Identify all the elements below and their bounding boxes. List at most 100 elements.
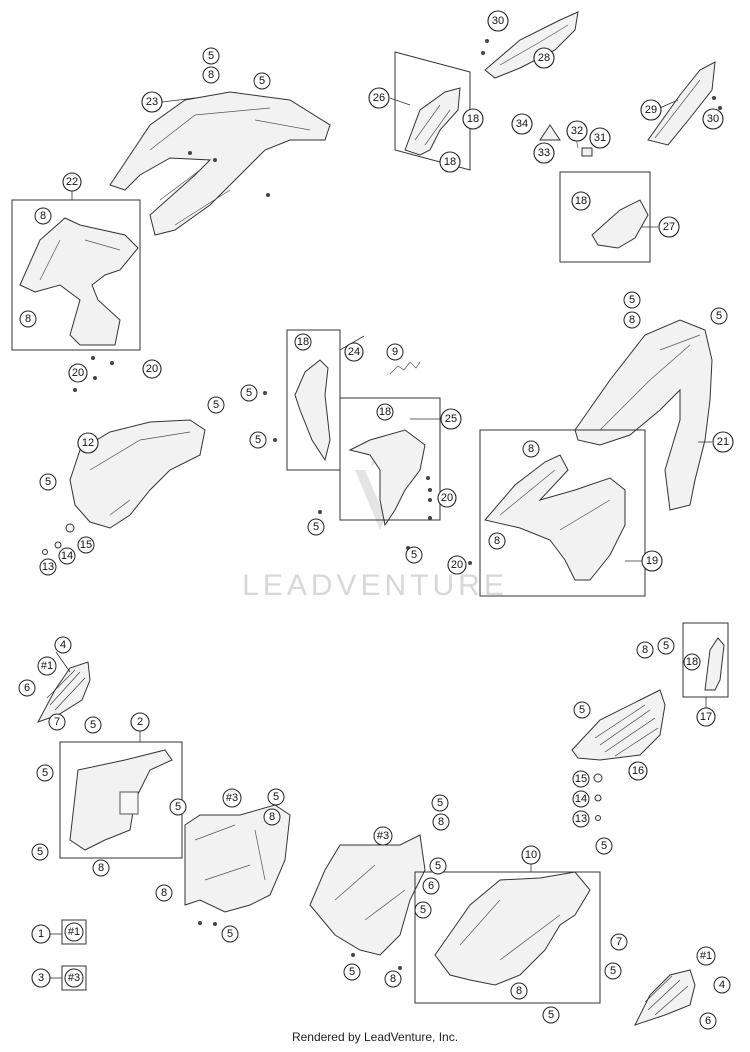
callout-6-right[interactable]: 6 (699, 1012, 717, 1030)
legend-ref3[interactable]: #3 (64, 968, 84, 988)
callout-20-left[interactable]: 20 (68, 363, 88, 383)
callout-8-part16[interactable]: 8 (636, 641, 654, 659)
callout-5-box25a[interactable]: 5 (307, 518, 325, 536)
callout-24[interactable]: 24 (344, 342, 364, 362)
callout-31[interactable]: 31 (589, 127, 611, 149)
part-28-cover[interactable] (484, 11, 579, 79)
part-13-15-fasteners[interactable] (42, 523, 75, 555)
callout-6-left[interactable]: 6 (18, 679, 36, 697)
callout-18-box26a[interactable]: 18 (462, 108, 484, 130)
callout-ref1-right[interactable]: #1 (696, 946, 716, 966)
callout-20-bottom[interactable]: 20 (447, 555, 467, 575)
callout-7-left[interactable]: 7 (48, 713, 66, 731)
callout-23[interactable]: 23 (141, 91, 163, 113)
part-29-cover[interactable] (647, 61, 716, 146)
callout-18-box25[interactable]: 18 (376, 403, 394, 421)
legend-3[interactable]: 3 (31, 968, 51, 988)
part-26-bracket[interactable] (404, 87, 461, 156)
part-9-emblem[interactable] (389, 361, 421, 375)
callout-32[interactable]: 32 (566, 120, 588, 142)
callout-5-part2a[interactable]: 5 (84, 716, 102, 734)
callout-18-box24[interactable]: 18 (294, 333, 312, 351)
callout-5-part3mid-d[interactable]: 5 (343, 963, 361, 981)
part-27-panel[interactable] (591, 199, 649, 249)
callout-20-right[interactable]: 20 (142, 359, 162, 379)
callout-4-left[interactable]: 4 (54, 636, 72, 654)
callout-26[interactable]: 26 (368, 87, 390, 109)
callout-5-part3a[interactable]: 5 (169, 798, 187, 816)
part-23-fairing[interactable] (109, 91, 331, 236)
callout-5-part21a[interactable]: 5 (623, 291, 641, 309)
callout-33[interactable]: 33 (533, 142, 555, 164)
part-22-side-panel[interactable] (19, 217, 139, 346)
callout-9[interactable]: 9 (386, 343, 404, 361)
callout-5-part3mid-a[interactable]: 5 (431, 794, 449, 812)
callout-13-right[interactable]: 13 (572, 810, 590, 828)
callout-5-box24a[interactable]: 5 (240, 384, 258, 402)
callout-8-part3b[interactable]: 8 (155, 884, 173, 902)
callout-5-part3b[interactable]: 5 (267, 788, 285, 806)
callout-30-top[interactable]: 30 (487, 10, 509, 32)
part-2-panel[interactable] (69, 749, 173, 851)
callout-5-part10b[interactable]: 5 (604, 962, 622, 980)
callout-8-part3mid-a[interactable]: 8 (432, 813, 450, 831)
callout-18-box26b[interactable]: 18 (439, 151, 461, 173)
callout-ref3-middle[interactable]: #3 (373, 826, 393, 846)
callout-14-left[interactable]: 14 (58, 547, 76, 565)
callout-5-part3c[interactable]: 5 (221, 925, 239, 943)
callout-21[interactable]: 21 (712, 431, 734, 453)
callout-ref1-left[interactable]: #1 (37, 656, 57, 676)
part-vent-grille-left[interactable] (36, 661, 91, 723)
callout-6-middle[interactable]: 6 (422, 877, 440, 895)
part-10-panel[interactable] (434, 871, 591, 986)
callout-5-top23a[interactable]: 5 (202, 47, 220, 65)
callout-34[interactable]: 34 (511, 113, 533, 135)
part-17-bracket[interactable] (704, 637, 725, 691)
part-25-panel[interactable] (348, 429, 426, 527)
callout-8-part3a[interactable]: 8 (263, 808, 281, 826)
part-24-bracket[interactable] (294, 359, 331, 462)
callout-15-left[interactable]: 15 (77, 536, 95, 554)
callout-19[interactable]: 19 (641, 550, 663, 572)
legend-1[interactable]: 1 (31, 924, 51, 944)
callout-17[interactable]: 17 (696, 707, 716, 727)
callout-14-right[interactable]: 14 (572, 790, 590, 808)
legend-ref1[interactable]: #1 (64, 922, 84, 942)
callout-28[interactable]: 28 (533, 47, 555, 69)
callout-12[interactable]: 12 (77, 432, 99, 454)
callout-2[interactable]: 2 (130, 712, 150, 732)
callout-22[interactable]: 22 (62, 172, 82, 192)
callout-8-part10[interactable]: 8 (510, 982, 528, 1000)
callout-30-right[interactable]: 30 (702, 108, 724, 130)
callout-8-part3mid-b[interactable]: 8 (384, 970, 402, 988)
callout-5-part16b[interactable]: 5 (573, 701, 591, 719)
part-13-15-fasteners-right[interactable] (593, 773, 603, 821)
callout-5-part3mid-c[interactable]: 5 (414, 901, 432, 919)
callout-8-box19a[interactable]: 8 (522, 440, 540, 458)
part-12-cover[interactable] (69, 419, 206, 529)
part-19-panel[interactable] (484, 454, 626, 581)
callout-8-box19b[interactable]: 8 (488, 532, 506, 550)
callout-5-part12b[interactable]: 5 (39, 473, 57, 491)
callout-5-part21b[interactable]: 5 (710, 307, 728, 325)
callout-5-part12a[interactable]: 5 (207, 396, 225, 414)
callout-5-box24b[interactable]: 5 (249, 431, 267, 449)
part-21-fairing[interactable] (574, 319, 713, 511)
callout-8-part21[interactable]: 8 (623, 311, 641, 329)
callout-8-box22b[interactable]: 8 (19, 310, 37, 328)
callout-7-right[interactable]: 7 (610, 933, 628, 951)
callout-8-part2[interactable]: 8 (92, 859, 110, 877)
callout-5-top23b[interactable]: 5 (253, 72, 271, 90)
callout-15-right[interactable]: 15 (572, 770, 590, 788)
part-vent-grille-right[interactable] (634, 969, 696, 1026)
part-16-belly-pan[interactable] (571, 689, 666, 761)
callout-5-part3mid-b[interactable]: 5 (429, 857, 447, 875)
callout-16[interactable]: 16 (628, 761, 648, 781)
callout-5-part10c[interactable]: 5 (542, 1006, 560, 1024)
part-3-panel-middle[interactable] (309, 834, 426, 956)
callout-4-right[interactable]: 4 (713, 976, 731, 994)
callout-27[interactable]: 27 (658, 216, 680, 238)
callout-8-box22a[interactable]: 8 (34, 207, 52, 225)
callout-10[interactable]: 10 (521, 845, 541, 865)
callout-5-part2b[interactable]: 5 (36, 764, 54, 782)
